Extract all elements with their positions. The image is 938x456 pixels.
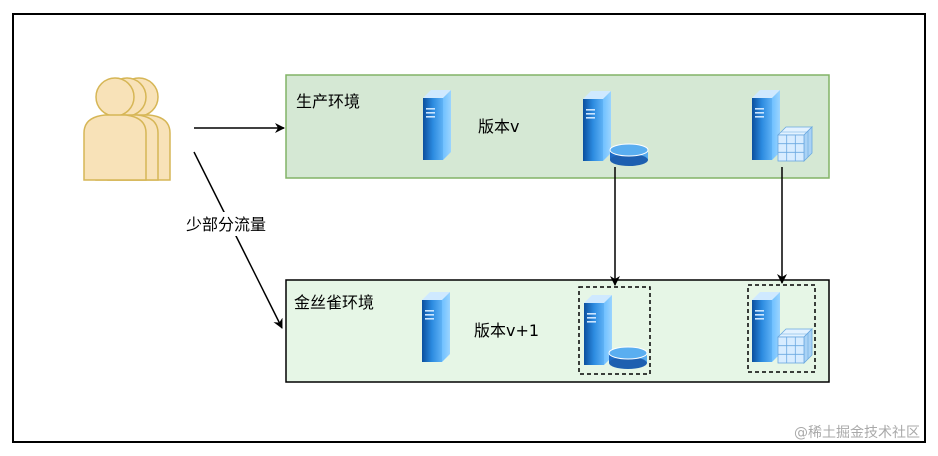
watermark: @稀土掘金技术社区 <box>794 425 920 441</box>
canary-environment-title: 金丝雀环境 <box>294 293 374 312</box>
users-to-canary-arrow <box>193 151 283 329</box>
production-version-label: 版本v <box>478 117 519 136</box>
canary-environment-box <box>285 279 830 383</box>
database-server-highlight <box>578 286 651 375</box>
canary-version-label: 版本v+1 <box>474 321 539 340</box>
server-icon <box>423 90 451 160</box>
production-environment-box <box>285 74 830 179</box>
edge-label-background <box>180 212 272 236</box>
partial-traffic-label: 少部分流量 <box>186 215 266 234</box>
edges <box>193 123 787 329</box>
users-icon <box>83 77 171 181</box>
production-environment-title: 生产环境 <box>296 92 360 111</box>
canary-environment: 金丝雀环境 版本v+1 <box>285 279 830 383</box>
production-environment: 生产环境 版本v <box>285 74 830 179</box>
server-icon <box>422 292 450 362</box>
